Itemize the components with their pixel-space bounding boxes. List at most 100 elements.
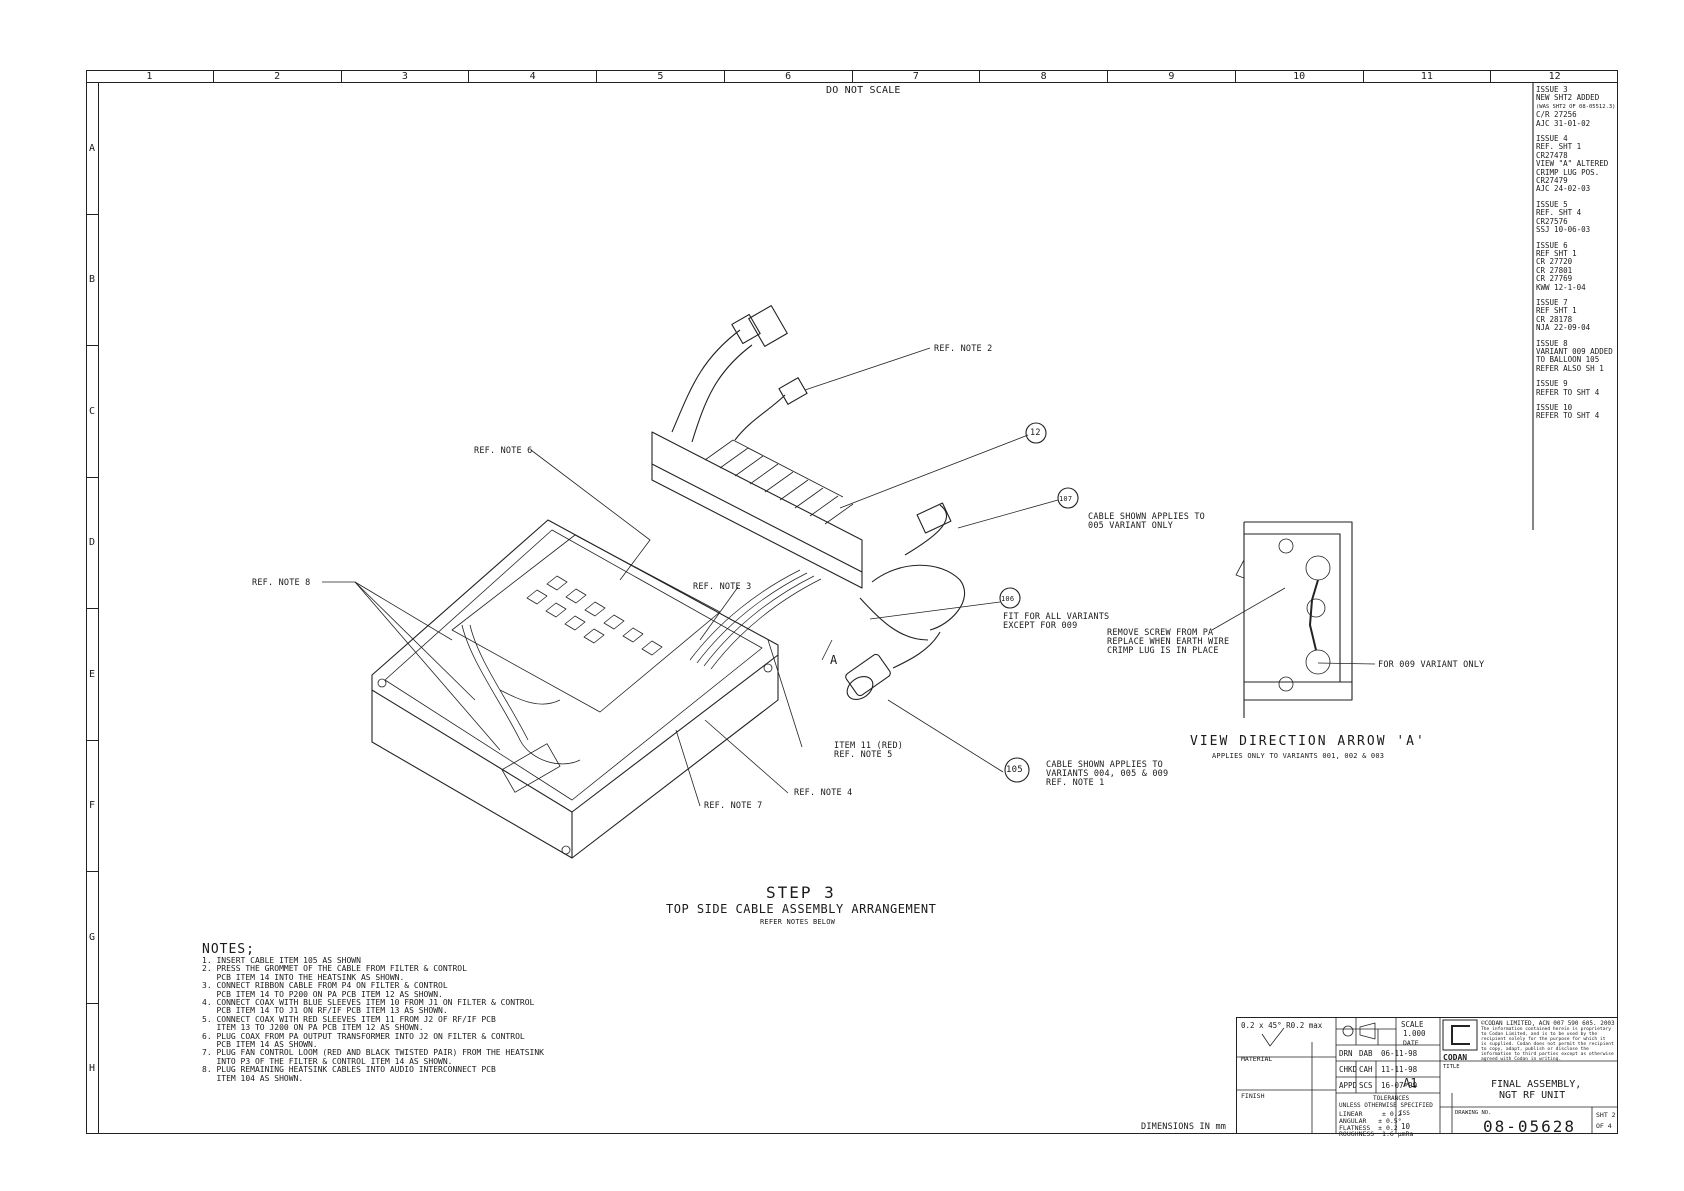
chkd-initials: CAH [1359,1065,1373,1074]
balloon-106-label: 106 [1001,595,1015,603]
pcb-outline [451,534,721,713]
tolerances-label: TOLERANCES [1373,1095,1410,1102]
note-line: 5. CONNECT COAX WITH RED SLEEVES ITEM 11… [202,1014,496,1024]
cable-105 [845,631,941,701]
notes-heading: NOTES; [202,942,255,957]
note-line: PCB ITEM 14 TO J1 ON RF/IF PCB ITEM 13 A… [202,1006,448,1016]
row-zone: C [86,346,98,478]
dimensions-note: DIMENSIONS IN mm [1141,1122,1227,1132]
proprietary-notice: The information contained herein is prop… [1481,1027,1614,1062]
view-a-screw-note-3: CRIMP LUG IS IN PLACE [1107,646,1219,656]
revision-entry: ISSUE 3 NEW SHT2 ADDED (WAS SHT2 OF 08-0… [1536,85,1616,128]
sheet-of: OF 4 [1596,1122,1612,1130]
column-zone: 8 [980,70,1108,82]
drn-label: DRN [1339,1049,1353,1058]
row-zone: E [86,609,98,741]
row-zone: A [86,83,98,215]
balloon-107 [1057,487,1079,509]
view-a-subtitle: APPLIES ONLY TO VARIANTS 001, 002 & 003 [1212,752,1385,760]
chassis-inner-wall [384,529,763,801]
balloon-12 [1025,422,1047,444]
heatsink-front [651,464,863,589]
row-zone: F [86,741,98,872]
balloon-107-label: 107 [1059,495,1073,503]
drn-initials: DAB [1359,1049,1373,1058]
view-a-variant-note: FOR 009 VARIANT ONLY [1378,660,1485,670]
revision-entry: ISSUE 7 REF SHT 1 CR 28178 NJA 22-09-04 [1536,297,1591,333]
callout-ref-note-7: REF. NOTE 7 [704,801,763,811]
leader-lines [322,347,1059,807]
note-line: 1. INSERT CABLE ITEM 105 AS SHOWN [202,956,361,965]
chamfer-note: 0.2 x 45° R0.2 max [1241,1021,1323,1030]
column-zone: 12 [1548,71,1561,82]
note-line: ITEM 104 AS SHOWN. [202,1073,304,1083]
note-line: PCB ITEM 14 INTO THE HEATSINK AS SHOWN. [202,972,405,982]
view-a-screw-note-2: REPLACE WHEN EARTH WIRE [1107,637,1230,647]
view-arrow-a: A [830,653,838,667]
appd-label: APPD [1339,1081,1358,1090]
column-zone: 1 [86,70,214,82]
title-label: TITLE [1443,1064,1460,1070]
step-refer-notes: REFER NOTES BELOW [760,918,836,926]
drawing-title-1: FINAL ASSEMBLY, [1491,1079,1582,1090]
tol-linear: LINEAR ± 0.2 [1339,1110,1402,1118]
column-zone: 9 [1108,70,1236,82]
chkd-label: CHKD [1339,1065,1358,1074]
row-zone-bar: A B C D E F G H [86,83,99,1134]
callout-item-11: ITEM 11 (RED) [834,741,904,751]
step-title: STEP 3 [766,883,836,902]
mounting-hole [561,845,571,855]
balloon-12-label: 12 [1030,428,1041,438]
note-106-line-1: FIT FOR ALL VARIANTS [1003,612,1110,622]
callout-ref-note-4: REF. NOTE 4 [794,788,853,798]
side-loop-cables [859,502,966,641]
ribbon-cable [689,569,822,670]
note-line: 4. CONNECT COAX WITH BLUE SLEEVES ITEM 1… [202,998,535,1008]
revision-entry: ISSUE 10 REFER TO SHT 4 [1536,403,1600,421]
revision-entry: ISSUE 4 REF. SHT 1 CR27478 VIEW "A" ALTE… [1536,134,1609,194]
revision-entry: ISSUE 8 VARIANT 009 ADDED TO BALLOON 105… [1536,338,1613,373]
view-a-screw-note-1: REMOVE SCREW FROM PA [1107,628,1214,638]
drawing-number: 08-05628 [1483,1117,1577,1136]
tol-flatness: FLATNESS ± 0.2 [1339,1124,1398,1132]
drawing-number-label: DRAWING NO. [1455,1110,1492,1116]
view-a-title: VIEW DIRECTION ARROW 'A' [1190,734,1426,749]
revision-entry: ISSUE 6 REF SHT 1 CR 27720 CR 27801 CR 2… [1536,240,1586,292]
scale-value: 1.000 [1403,1029,1426,1038]
balloon-105 [1004,757,1030,783]
column-zone: 6 [725,70,853,82]
scale-label: SCALE [1401,1020,1424,1029]
revision-entry: ISSUE 9 REFER TO SHT 4 [1536,379,1600,397]
column-zone-bar: 1 2 3 4 5 6 7 8 9 10 11 12 [86,70,1618,83]
note-line: 7. PLUG FAN CONTROL LOOM (RED AND BLACK … [202,1048,544,1058]
do-not-scale-label: DO NOT SCALE [826,85,901,96]
column-zone: 10 [1236,70,1364,82]
sheet-number: SHT 2 [1596,1111,1616,1119]
callout-ref-note-6: REF. NOTE 6 [474,446,533,456]
projection-symbol [1342,1025,1354,1037]
note-105-line-2: VARIANTS 004, 005 & 009 [1046,769,1169,779]
chassis-front-edge [371,689,573,858]
company-name: CODAN [1443,1053,1468,1062]
column-zone: 4 [469,70,597,82]
surface-finish-symbol [1261,1027,1285,1047]
material-label: MATERIAL [1241,1055,1273,1063]
column-zone: 2 [214,70,342,82]
chassis-right-edge [571,654,779,813]
issue-label: ISS [1399,1110,1410,1117]
callout-ref-note-5: REF. NOTE 5 [834,750,893,760]
note-line: INTO P3 OF THE FILTER & CONTROL ITEM 14 … [202,1056,453,1066]
drawing-title-2: NGT RF UNIT [1499,1090,1566,1101]
column-zone: 11 [1364,70,1492,82]
chassis-base [371,519,779,859]
note-107-line-1: CABLE SHOWN APPLIES TO [1088,512,1205,522]
appd-initials: SCS [1359,1081,1373,1090]
step-subtitle: TOP SIDE CABLE ASSEMBLY ARRANGEMENT [666,902,937,916]
finish-label: FINISH [1241,1092,1265,1100]
column-zone: 3 [342,70,470,82]
date-label: DATE [1403,1039,1419,1047]
appd-date: 16-07-99 [1381,1081,1418,1090]
note-line: 3. CONNECT RIBBON CABLE FROM P4 ON FILTE… [202,981,448,991]
callout-ref-note-3: REF. NOTE 3 [693,582,752,592]
